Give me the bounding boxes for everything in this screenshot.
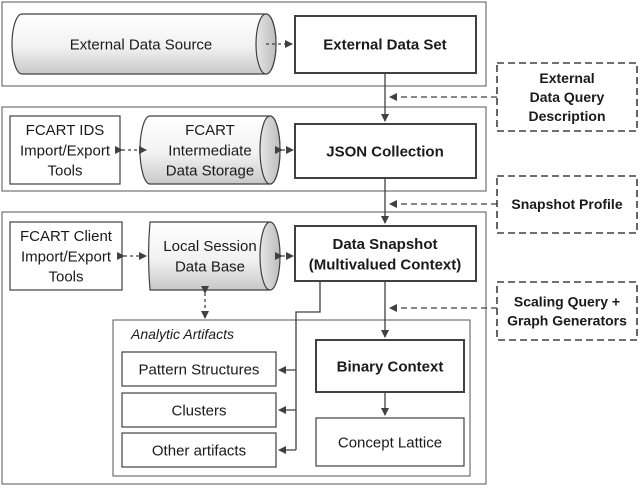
data-snapshot-box	[294, 225, 477, 282]
external-data-query-box	[496, 62, 638, 132]
analytic-artifacts-frame	[112, 319, 471, 477]
external-data-source-cylinder	[11, 13, 277, 75]
external-data-set-label: External Data Set	[323, 36, 446, 53]
session-layer-frame	[1, 211, 487, 485]
external-data-set-box	[294, 15, 477, 74]
json-collection-box	[294, 123, 477, 179]
snapshot-profile-box	[496, 175, 638, 234]
scaling-query-box	[496, 281, 638, 341]
binary-context-label: Binary Context	[337, 358, 444, 375]
fcart-client-tools-box	[9, 221, 123, 291]
fcart-ids-tools-box	[9, 115, 121, 185]
json-collection-label: JSON Collection	[326, 143, 444, 160]
analytic-artifacts-title: Analytic Artifacts	[130, 326, 234, 342]
scaling-query-label: Scaling Query +Graph Generators	[507, 293, 627, 328]
storage-layer-frame	[1, 106, 487, 192]
clusters-box	[121, 392, 277, 428]
data-snapshot-label: Data Snapshot(Multivalued Context)	[309, 236, 462, 273]
intermediate-storage-cylinder	[139, 115, 281, 185]
pattern-structures-label: Pattern Structures	[139, 361, 260, 378]
other-artifacts-label: Other artifacts	[152, 442, 246, 459]
other-artifacts-box	[121, 432, 277, 468]
external-data-source-label: External Data Source	[70, 36, 213, 53]
binary-context-box	[315, 339, 465, 393]
snapshot-profile-label: Snapshot Profile	[511, 196, 622, 212]
snapshot-to-artifacts-bus	[295, 281, 321, 450]
concept-lattice-box	[315, 417, 465, 467]
concept-lattice-label: Concept Lattice	[338, 434, 442, 451]
local-session-db-cylinder	[148, 221, 281, 291]
source-layer-frame	[1, 1, 487, 87]
pattern-structures-box	[121, 351, 277, 387]
clusters-label: Clusters	[171, 402, 226, 419]
